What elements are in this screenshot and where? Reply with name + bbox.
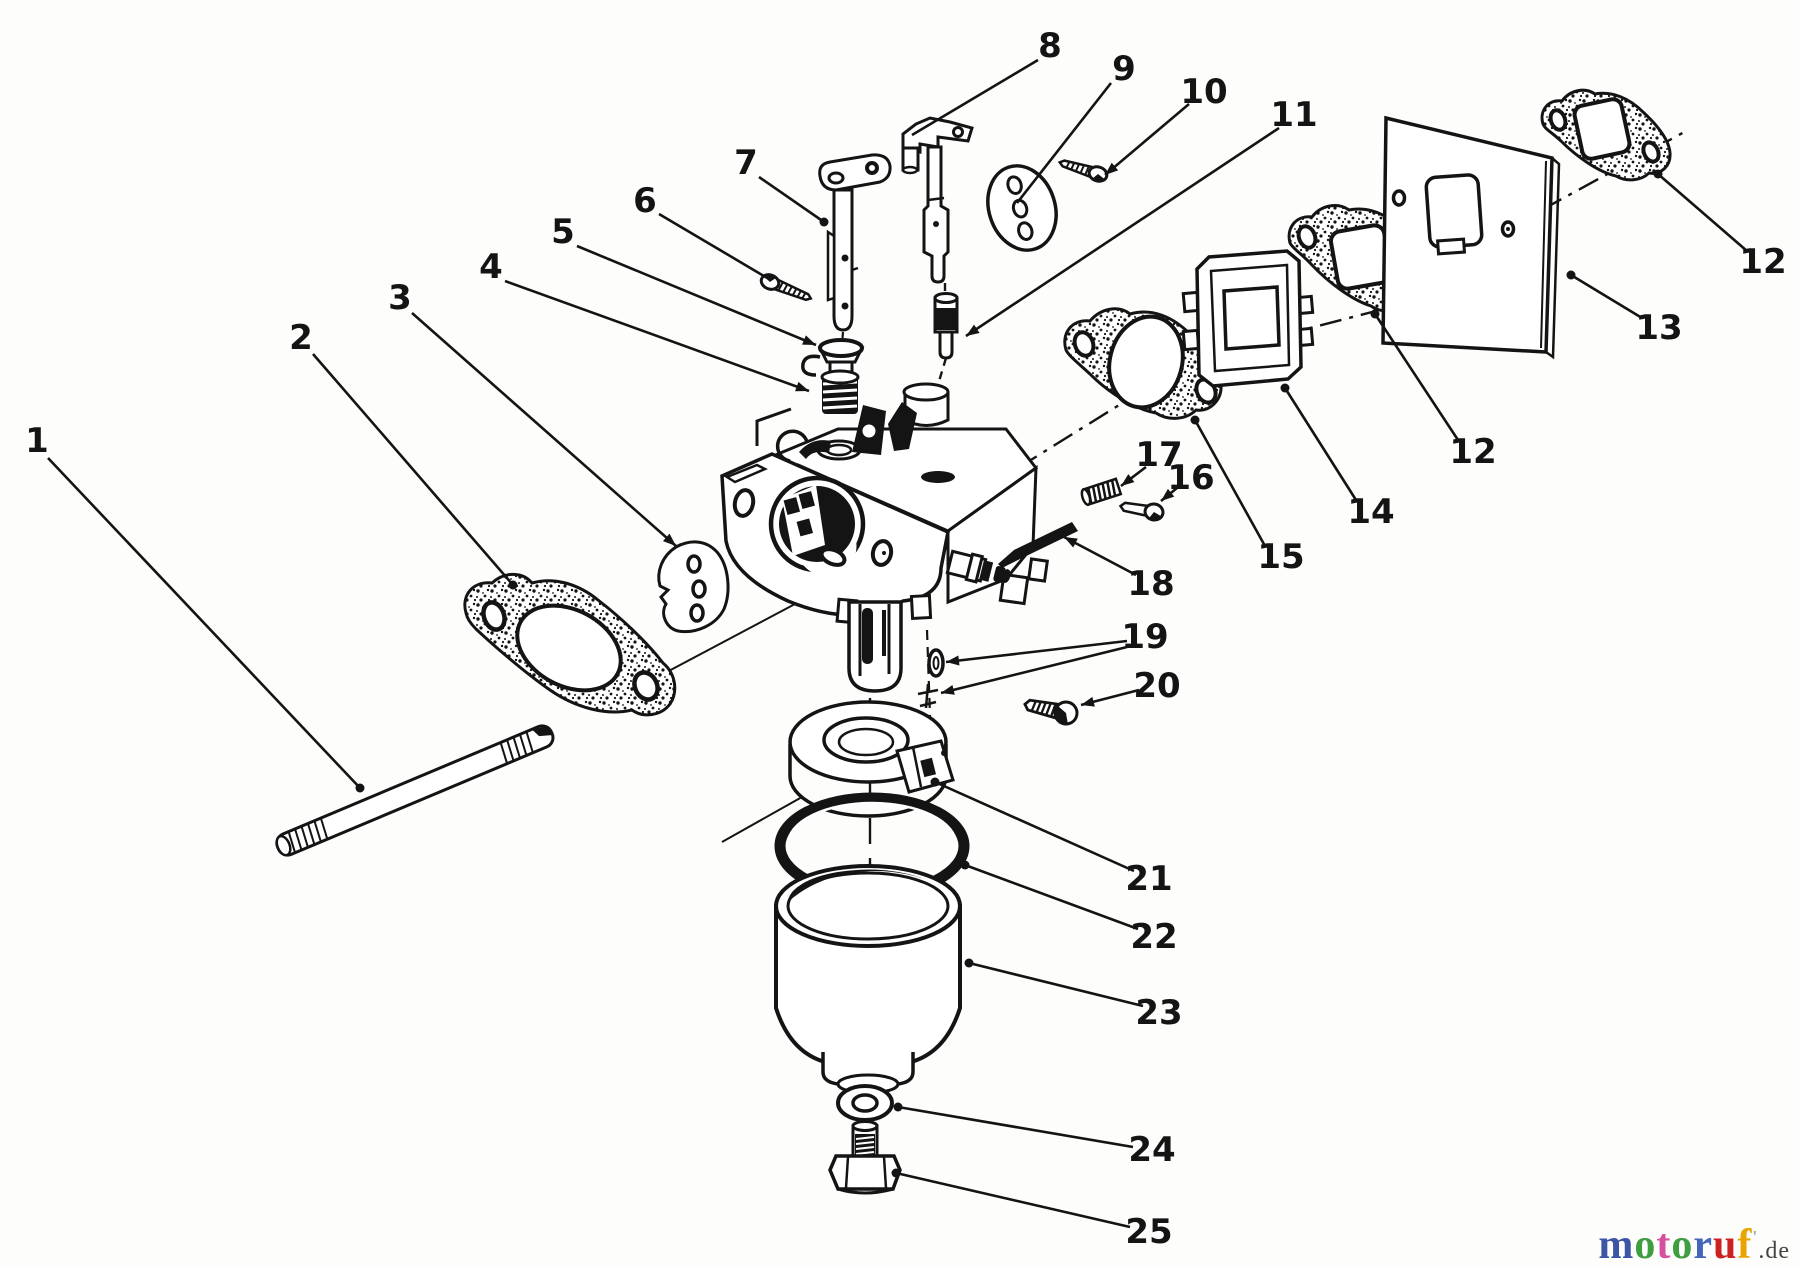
logo-letter-u: u (1712, 1222, 1738, 1268)
callout-label-12: 12 (1449, 432, 1496, 472)
callout-12-13: 12 (1370, 309, 1497, 472)
dash-dot-centerline (1017, 128, 1689, 470)
callout-label-5: 5 (551, 212, 575, 252)
choke-axis-b (935, 357, 948, 389)
callout-label-9: 9 (1112, 49, 1136, 89)
callout-21-21: 21 (930, 777, 1173, 899)
callout-label-12: 12 (1739, 242, 1786, 282)
callout-22-22: 22 (960, 860, 1178, 957)
logo-letter-m: m (1598, 1222, 1635, 1268)
part-11-needle (933, 292, 959, 360)
callout-18-18: 18 (1063, 535, 1175, 604)
callout-19-19: 19 (940, 617, 1169, 695)
callout-12-11: 12 (1653, 169, 1787, 282)
callout-7-6: 7 (734, 143, 829, 227)
callout-label-20: 20 (1133, 666, 1180, 706)
logo-letter-o: o (1634, 1222, 1657, 1268)
part-19-washer-clip (917, 648, 945, 709)
logo-letter-o: o (1671, 1222, 1694, 1268)
float-pin-axis (925, 629, 932, 717)
part-3-baffle-plate (657, 540, 730, 634)
callout-label-8: 8 (1038, 26, 1062, 66)
callout-11-10: 11 (965, 95, 1318, 338)
callout-9-8: 9 (1015, 49, 1136, 204)
callout-layer: 1234567891011121312141516171819202122232… (25, 26, 1787, 1252)
callout-label-15: 15 (1257, 537, 1304, 577)
callout-label-2: 2 (289, 318, 313, 358)
callout-label-19: 19 (1121, 617, 1168, 657)
logo-letter-t: t (1656, 1222, 1672, 1268)
part-carburetor-body (720, 382, 1050, 693)
callout-label-18: 18 (1127, 564, 1174, 604)
part-9-choke-plate (986, 164, 1058, 252)
callout-16-16: 16 (1160, 458, 1215, 503)
callout-label-24: 24 (1128, 1130, 1175, 1170)
callout-10-9: 10 (1104, 72, 1228, 176)
callout-label-16: 16 (1167, 458, 1214, 498)
throttle-axis (840, 331, 845, 345)
callout-24-24: 24 (893, 1102, 1176, 1170)
callout-25-25: 25 (891, 1168, 1173, 1252)
callout-14-14: 14 (1280, 383, 1395, 532)
part-10-screw (1057, 159, 1109, 183)
alignment-line-2 (721, 796, 803, 843)
logo-letter-r: r (1693, 1222, 1713, 1268)
part-7-throttle-shaft (818, 153, 892, 332)
callout-8-7: 8 (911, 26, 1062, 137)
part-16-screw (1118, 501, 1165, 522)
callout-20-20: 20 (1080, 666, 1181, 707)
part-12-gasket-top (1540, 88, 1672, 182)
callout-label-4: 4 (479, 247, 503, 287)
callout-4-3: 4 (479, 247, 810, 393)
callout-23-23: 23 (964, 958, 1183, 1033)
part-18-pin (998, 522, 1078, 568)
callout-label-1: 1 (25, 421, 49, 461)
callout-3-2: 3 (388, 278, 677, 547)
part-15-gasket (1063, 307, 1223, 420)
logo-tick: ' (1752, 1227, 1759, 1247)
part-24-washer (836, 1084, 894, 1122)
logo-suffix: .de (1758, 1238, 1790, 1264)
callout-6-5: 6 (633, 181, 770, 281)
callout-label-6: 6 (633, 181, 657, 221)
callout-label-7: 7 (734, 143, 758, 183)
part-8-choke-shaft (901, 116, 974, 284)
part-13-plate (1381, 115, 1561, 360)
callout-label-10: 10 (1180, 72, 1227, 112)
part-14-spacer (1181, 249, 1315, 388)
part-4-spring (820, 369, 860, 414)
part-20-screw (1023, 698, 1079, 726)
motoruf-logo[interactable]: motoruf'.de (1598, 1224, 1790, 1266)
part-2-flange-gasket (463, 572, 677, 717)
fuel-inlet-fitting (945, 549, 1011, 584)
callout-label-14: 14 (1347, 492, 1394, 532)
part-23-float-bowl (774, 864, 962, 1095)
part-1-mounting-stud (275, 724, 555, 857)
callout-15-15: 15 (1190, 415, 1305, 577)
callout-label-3: 3 (388, 278, 412, 318)
callout-13-12: 13 (1566, 270, 1683, 348)
logo-letter-f: f (1737, 1222, 1753, 1268)
callout-label-23: 23 (1135, 993, 1182, 1033)
callout-label-22: 22 (1130, 917, 1177, 957)
callout-label-17: 17 (1135, 435, 1182, 475)
callout-label-11: 11 (1270, 95, 1317, 135)
part-17-spring (1080, 477, 1123, 507)
part-21-float (788, 700, 955, 818)
callout-2-1: 2 (289, 318, 518, 590)
part-25-bolt (828, 1120, 902, 1195)
callout-label-13: 13 (1635, 308, 1682, 348)
part-5-needle-seat (801, 338, 865, 378)
callout-label-25: 25 (1125, 1212, 1172, 1252)
callout-label-21: 21 (1125, 859, 1172, 899)
motoruf-wordmark: motoruf (1598, 1222, 1752, 1268)
callout-1-0: 1 (25, 421, 365, 793)
callout-5-4: 5 (551, 212, 817, 347)
callout-17-17: 17 (1120, 435, 1183, 488)
